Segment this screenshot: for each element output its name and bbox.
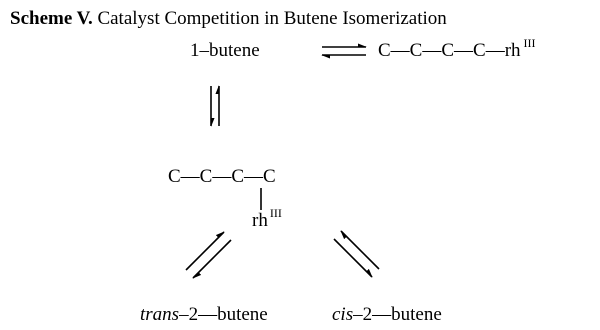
species-cis-2-butene: cis–2—butene [332,304,442,325]
equilibrium-arrow-lower-right [333,230,380,278]
equilibrium-arrow-vertical [210,85,220,127]
species-trans-2-butene: trans–2—butene [140,304,268,325]
equilibrium-arrow-lower-left [185,231,232,279]
species-branched-chain: C—C—C—C [168,166,276,187]
scheme-title-text: Catalyst Competition in Butene Isomeriza… [97,8,447,29]
scheme-title: Scheme V. Catalyst Competition in Butene… [10,8,447,30]
equilibrium-arrow-top [321,43,367,59]
oxidation-state-branched: III [270,206,282,220]
species-1-butene: 1–butene [190,40,260,61]
oxidation-state-linear: III [524,36,536,50]
scheme-label: Scheme V. [10,8,93,29]
